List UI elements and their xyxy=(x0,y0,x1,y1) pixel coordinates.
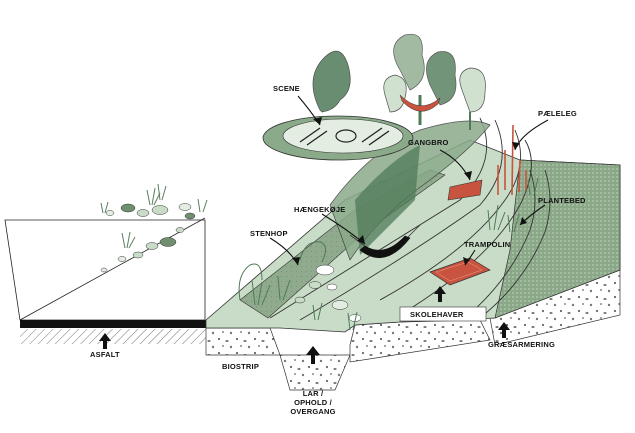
label-plantebed: PLANTEBED xyxy=(538,196,586,205)
asphalt-band xyxy=(20,320,206,328)
label-biostrip: BIOSTRIP xyxy=(222,362,260,371)
label-trampolin: TRAMPOLIN xyxy=(464,240,511,249)
label-stenhop: STENHOP xyxy=(250,229,288,238)
label-graesarmering: GRÆSARMERING xyxy=(488,340,555,349)
up-arrows xyxy=(99,286,510,364)
trampolin xyxy=(429,257,491,286)
vegetation xyxy=(238,177,539,331)
paeleleg-poles xyxy=(497,124,527,196)
gangbro-deck xyxy=(447,179,483,201)
asphalt-hatch xyxy=(20,329,206,344)
label-skolehaver: SKOLEHAVER xyxy=(410,310,464,319)
scene-platform xyxy=(262,115,414,161)
skolehaver-box xyxy=(399,306,487,322)
label-asfalt: ASFALT xyxy=(90,350,120,359)
label-haengekoeje: HÆNGEKØJE xyxy=(294,205,346,214)
grass-tufts-left xyxy=(100,183,208,249)
stones-left xyxy=(100,203,196,273)
leader-arrowheads xyxy=(292,117,527,265)
hammock-red xyxy=(399,94,441,112)
label-lar-line2: OPHOLD / xyxy=(294,398,332,407)
ground-profile xyxy=(205,269,621,391)
label-lar-line1: LAR / xyxy=(302,389,324,398)
trees xyxy=(312,33,486,130)
label-lar: LAR / OPHOLD / OVERGANG xyxy=(283,389,343,416)
label-lar-line3: OVERGANG xyxy=(290,407,336,416)
label-paeleleg: PÆLELEG xyxy=(538,109,577,118)
stenhop-stones xyxy=(294,264,362,322)
label-gangbro: GANGBRO xyxy=(408,138,449,147)
label-scene: SCENE xyxy=(273,84,300,93)
